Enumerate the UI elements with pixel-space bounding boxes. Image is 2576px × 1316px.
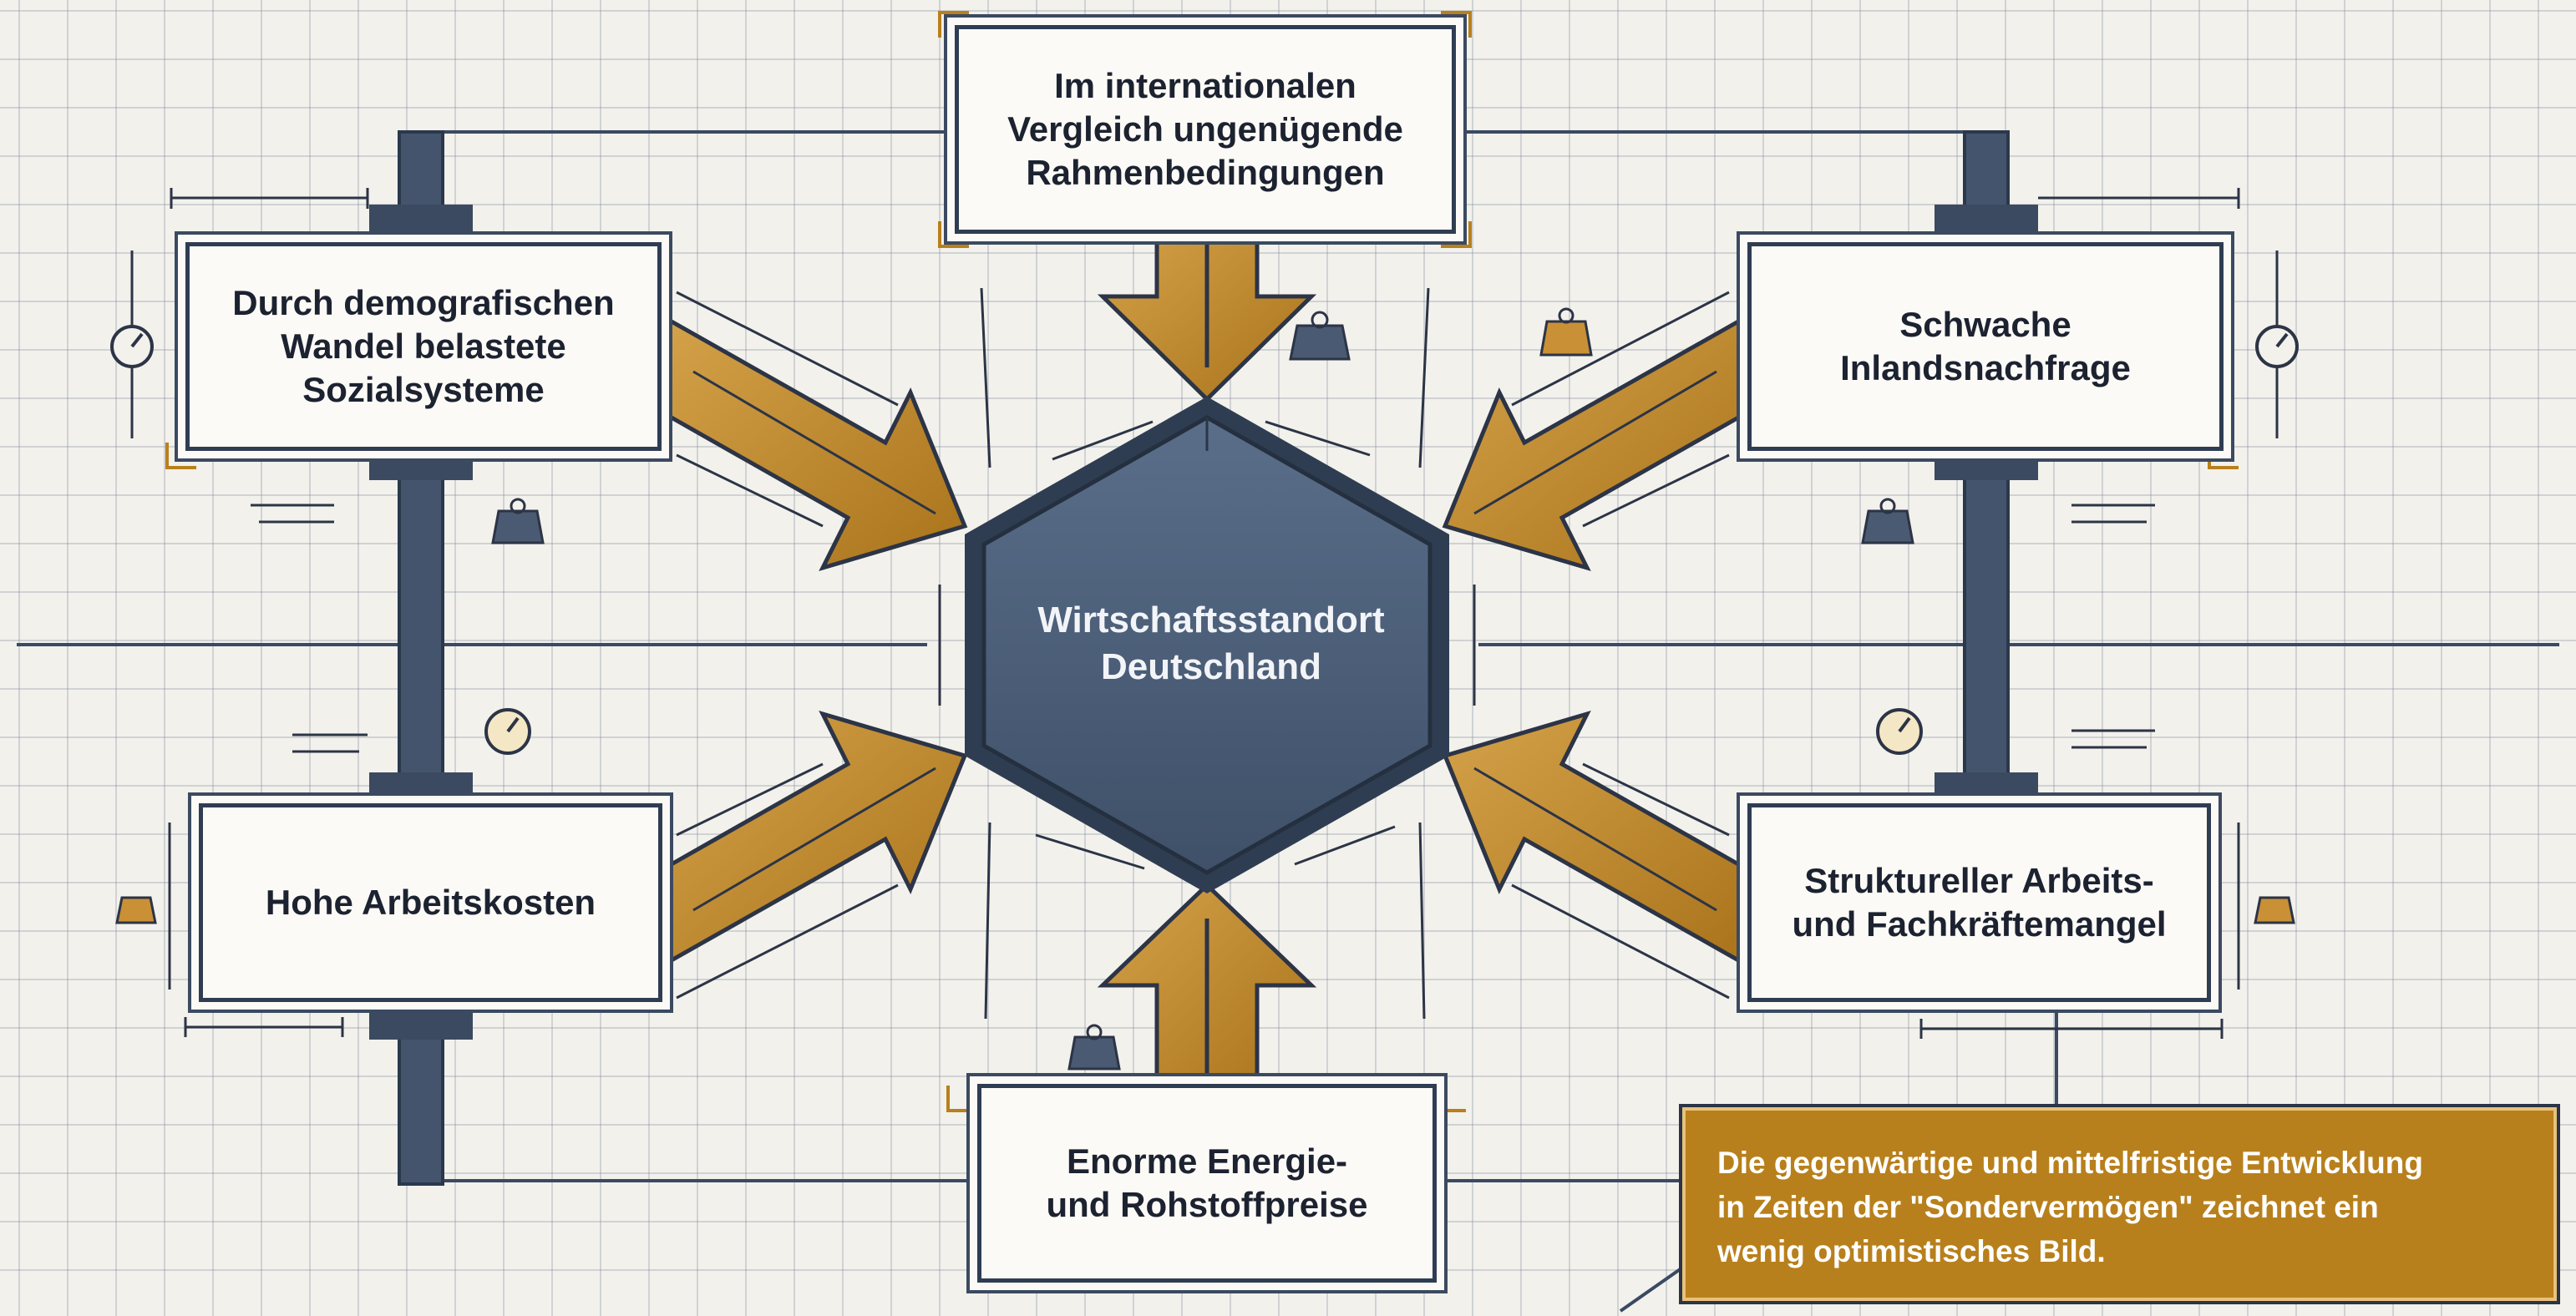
factor-bottom-right-line2: und Fachkräftemangel [1792,904,2167,944]
arrow-bottom-right [1442,710,1748,969]
arrow-bottom-left [662,710,968,969]
factor-box-top-right: Schwache Inlandsnachfrage [1747,242,2224,451]
arrow-top-right [1442,313,1748,572]
center-hexagon [965,397,1449,893]
factor-top-line3: Rahmenbedingungen [1026,153,1385,192]
factor-top-line1: Im internationalen [1054,66,1356,105]
center-title-line1: Wirtschaftsstandort [1037,600,1385,640]
factor-box-top-left: Durch demografischen Wandel belastete So… [185,242,662,451]
gauge-icon [110,325,2299,755]
factor-top-left-line1: Durch demografischen [232,283,615,322]
summary-note-line2: in Zeiten der "Sondervermögen" zeichnet … [1717,1190,2379,1224]
factor-top-right-line2: Inlandsnachfrage [1840,348,2131,387]
weight-icon-gold [115,307,2295,924]
factor-box-bottom-left: Hohe Arbeitskosten [199,803,662,1002]
center-title-line2: Deutschland [1100,646,1322,687]
dimension-line-icon [130,188,2279,1039]
arrow-top [1097,227,1317,402]
factor-top-left-line3: Sozialsysteme [302,370,545,409]
weight-icon [491,311,1914,1071]
factor-box-bottom-right: Struktureller Arbeits- und Fachkräfteman… [1747,803,2211,1002]
factor-top-right-line1: Schwache [1899,305,2071,344]
factor-bottom-line1: Enorme Energie- [1066,1141,1348,1181]
factor-box-bottom: Enorme Energie- und Rohstoffpreise [977,1084,1437,1283]
factor-top-left-line2: Wandel belastete [281,326,566,366]
arrow-bottom [1097,882,1317,1088]
factor-bottom-right-line1: Struktureller Arbeits- [1804,861,2154,900]
corner-brackets [165,11,2239,1112]
summary-note-line3: wenig optimistisches Bild. [1717,1234,2106,1268]
pillar-right [1935,130,2038,827]
arrow-top-left [662,313,968,572]
factor-top-line2: Vergleich ungenügende [1007,109,1403,149]
factor-box-top: Im internationalen Vergleich ungenügende… [955,25,1456,234]
factor-bottom-line2: und Rohstoffpreise [1046,1185,1368,1224]
summary-note-line1: Die gegenwärtige und mittelfristige Entw… [1717,1146,2423,1180]
factor-bottom-left-line1: Hohe Arbeitskosten [265,883,596,922]
summary-note: Die gegenwärtige und mittelfristige Entw… [1679,1104,2560,1304]
center-title: Wirtschaftsstandort Deutschland [961,597,1462,691]
